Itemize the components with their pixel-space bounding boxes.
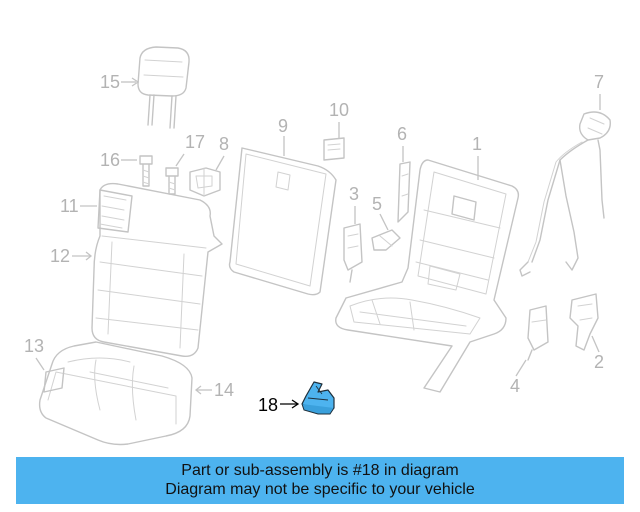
callout-13: 13 [24,336,44,356]
callout-5: 5 [372,194,382,214]
part-1-seat-frame: 1 [335,134,520,393]
callout-17: 17 [185,132,205,152]
part-7-seat-belt: 7 [519,72,611,277]
part-16-bolt: 16 [100,150,153,187]
part-5-bracket: 5 [371,194,401,251]
callout-15: 15 [100,72,120,92]
part-4-cover: 4 [510,305,549,396]
callout-2: 2 [594,352,604,372]
part-14-seat-cushion: 13 14 [24,336,234,446]
callout-4: 4 [510,376,520,396]
callout-18: 18 [258,395,278,415]
part-9-back-panel: 9 [228,116,337,296]
callout-11: 11 [60,196,79,216]
callout-3: 3 [349,184,359,204]
banner-line-1: Part or sub-assembly is #18 in diagram [181,462,459,479]
callout-9: 9 [278,116,288,136]
callout-6: 6 [397,124,407,144]
part-6-rail: 6 [397,124,411,223]
part-3-bracket: 3 [343,184,363,283]
callout-12: 12 [50,246,70,266]
part-15-headrest: 15 [100,46,190,129]
callout-7: 7 [594,72,604,92]
callout-10: 10 [329,100,349,120]
banner-line-2: Diagram may not be specific to your vehi… [165,481,475,498]
callout-16: 16 [100,150,120,170]
callout-8: 8 [219,134,229,154]
part-18-highlighted: 18 [258,381,335,415]
part-10-latch: 10 [323,100,349,161]
part-2-hinge-cover: 2 [569,293,604,372]
part-17-bolt: 17 [165,132,205,195]
part-8-guide: 8 [189,134,229,197]
callout-1: 1 [472,134,482,154]
info-banner: Part or sub-assembly is #18 in diagram D… [16,457,624,504]
part-12-seatback-cushion: 11 12 [50,182,223,358]
callout-14: 14 [214,380,234,400]
